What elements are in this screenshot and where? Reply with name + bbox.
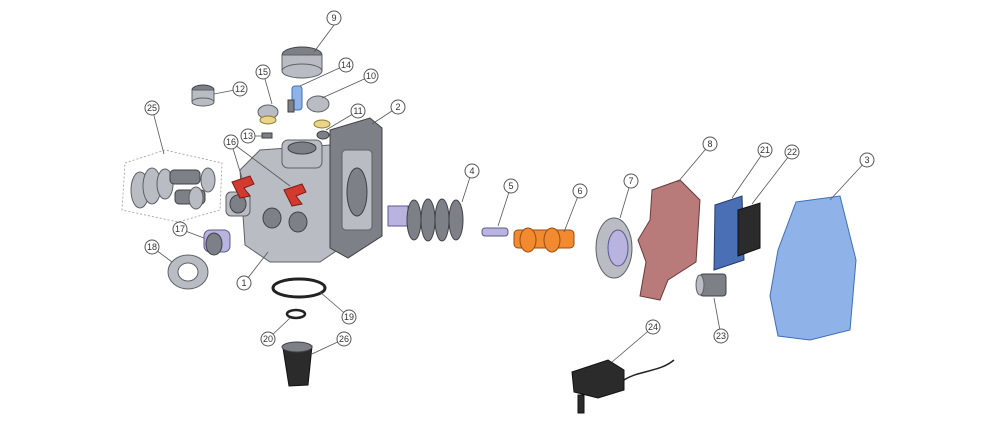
part-19-oring: [271, 277, 327, 299]
part-10-fitting: [306, 95, 331, 129]
callout-21: 21: [757, 142, 773, 158]
callout-label: 21: [760, 145, 770, 155]
part-18-nut: [167, 254, 209, 290]
part-22-display: [737, 202, 761, 257]
part-26-screen: [281, 341, 313, 387]
part-2-flange-plate: [329, 117, 383, 259]
callout-25: 25: [144, 100, 160, 116]
callout-label: 17: [175, 224, 185, 234]
callout-label: 19: [344, 312, 354, 322]
callout-18: 18: [144, 239, 160, 255]
part-5-pin: [481, 227, 509, 237]
callout-label: 22: [787, 147, 797, 157]
callout-label: 3: [864, 155, 869, 165]
part-23-motor: [695, 273, 727, 297]
callout-15: 15: [255, 64, 271, 80]
callout-22: 22: [784, 144, 800, 160]
callout-label: 10: [366, 71, 376, 81]
part-13-screw: [261, 132, 273, 139]
part-6-piston: [513, 227, 575, 253]
callout-label: 13: [243, 131, 253, 141]
callout-11: 11: [350, 103, 366, 119]
callout-4: 4: [464, 163, 480, 179]
callout-2: 2: [390, 99, 406, 115]
callout-label: 26: [339, 334, 349, 344]
callout-7: 7: [623, 173, 639, 189]
callout-23: 23: [713, 328, 729, 344]
callout-26: 26: [336, 331, 352, 347]
part-24-adapter: [571, 359, 675, 414]
callout-12: 12: [232, 81, 248, 97]
callout-label: 2: [395, 102, 400, 112]
callout-19: 19: [341, 309, 357, 325]
part-12-plug: [191, 84, 215, 107]
part-9-cap: [281, 46, 323, 79]
part-4-seal-stack: [387, 198, 464, 242]
callout-14: 14: [338, 57, 354, 73]
callout-16: 16: [223, 134, 239, 150]
callout-label: 11: [353, 106, 362, 116]
callout-3: 3: [859, 152, 875, 168]
part-3-cover: [769, 195, 857, 341]
callout-label: 15: [258, 67, 268, 77]
part-20-ring: [285, 308, 307, 320]
callout-label: 6: [577, 186, 582, 196]
callout-label: 9: [331, 13, 336, 23]
part-15-fitting: [257, 104, 279, 125]
callout-label: 18: [147, 242, 157, 252]
callout-20: 20: [260, 331, 276, 347]
callout-label: 14: [341, 60, 351, 70]
callout-label: 25: [147, 103, 157, 113]
callout-label: 8: [707, 139, 712, 149]
callout-17: 17: [172, 221, 188, 237]
callout-8: 8: [702, 136, 718, 152]
part-16-clips: [231, 175, 307, 207]
callout-13: 13: [240, 128, 256, 144]
callout-label: 16: [226, 137, 236, 147]
callout-10: 10: [363, 68, 379, 84]
part-7-gear-disc: [595, 217, 633, 279]
part-14-injector: [287, 85, 303, 113]
callout-label: 5: [508, 181, 513, 191]
part-21-pcb: [713, 195, 745, 271]
part-17-connector: [203, 229, 231, 256]
callout-24: 24: [645, 319, 661, 335]
part-8-housing: [637, 179, 701, 301]
callout-6: 6: [572, 183, 588, 199]
callout-label: 4: [469, 166, 474, 176]
callout-label: 7: [628, 176, 633, 186]
callout-1: 1: [236, 275, 252, 291]
part-25-bypass-assembly: [121, 149, 223, 223]
callout-9: 9: [326, 10, 342, 26]
callout-label: 20: [263, 334, 273, 344]
callout-label: 24: [648, 322, 658, 332]
part-11-plug: [316, 130, 330, 140]
callout-label: 23: [716, 331, 726, 341]
callout-label: 1: [241, 278, 246, 288]
callout-label: 12: [235, 84, 245, 94]
part-1-valve-body: [225, 139, 346, 263]
callout-5: 5: [503, 178, 519, 194]
